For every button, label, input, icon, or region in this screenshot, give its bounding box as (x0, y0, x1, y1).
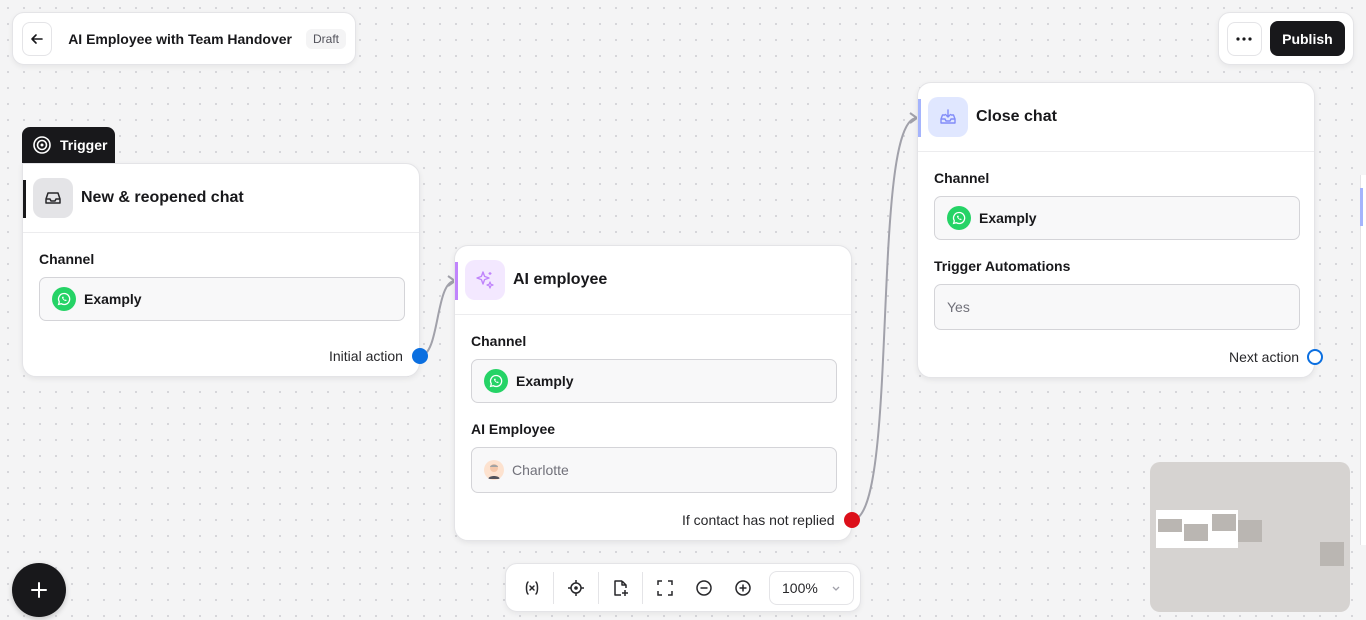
chevron-down-icon (832, 586, 840, 591)
close-chat-node[interactable]: Close chat Channel Examply Trigger Autom… (917, 82, 1315, 378)
canvas-toolbar: 100% (505, 563, 861, 612)
ai-employee-port-label: If contact has not replied (682, 512, 835, 528)
trigger-port-label: Initial action (329, 348, 403, 364)
avatar (484, 460, 504, 480)
connector-trigger-to-ai (419, 280, 456, 357)
zoom-out-button[interactable] (684, 570, 723, 606)
channel-field[interactable]: Examply (934, 196, 1300, 240)
node-title: New & reopened chat (81, 189, 244, 206)
fit-view-button[interactable] (645, 570, 684, 606)
workflow-title: AI Employee with Team Handover (68, 30, 292, 47)
minimap[interactable] (1150, 462, 1350, 612)
inbox-download-icon (928, 97, 968, 137)
back-button[interactable] (22, 21, 53, 56)
sparkles-icon (465, 260, 505, 300)
offscreen-node-edge (1360, 175, 1366, 545)
publish-button[interactable]: Publish (1269, 21, 1345, 56)
add-node-button[interactable] (12, 563, 66, 617)
trigger-output-port[interactable] (412, 348, 428, 364)
ai-employee-value: Charlotte (512, 462, 569, 478)
ai-employee-label: AI Employee (471, 421, 556, 437)
trigger-automations-value: Yes (947, 299, 970, 315)
channel-label: Channel (39, 251, 95, 267)
whatsapp-icon (947, 206, 971, 230)
plus-icon (31, 582, 47, 598)
trigger-tag: Trigger (22, 127, 115, 163)
locate-icon (568, 579, 584, 596)
arrow-left-icon (31, 33, 43, 44)
locate-button[interactable] (556, 570, 595, 606)
node-header: AI employee (455, 246, 851, 315)
channel-label: Channel (471, 333, 527, 349)
channel-value: Examply (516, 373, 574, 389)
target-icon (33, 136, 51, 154)
connector-ai-to-close (851, 117, 918, 521)
close-chat-output-port[interactable] (1307, 349, 1323, 365)
channel-field[interactable]: Examply (39, 277, 405, 321)
fit-view-icon (656, 579, 673, 596)
close-chat-port-label: Next action (1229, 349, 1300, 365)
zoom-out-icon (696, 579, 712, 596)
channel-field[interactable]: Examply (471, 359, 837, 403)
variables-icon (525, 580, 538, 595)
ai-employee-field[interactable]: Charlotte (471, 447, 837, 493)
trigger-node[interactable]: New & reopened chat Channel Examply (22, 163, 420, 377)
channel-label: Channel (934, 170, 990, 186)
channel-value: Examply (84, 291, 142, 307)
more-options-button[interactable] (1227, 21, 1262, 56)
node-header: New & reopened chat (23, 164, 419, 233)
offscreen-node-accent (1360, 188, 1363, 226)
zoom-in-button[interactable] (724, 570, 763, 606)
trigger-automations-label: Trigger Automations (934, 258, 1071, 274)
zoom-value: 100% (782, 579, 818, 596)
zoom-select[interactable]: 100% (769, 570, 855, 605)
node-title: Close chat (976, 108, 1057, 125)
variables-button[interactable] (512, 570, 551, 606)
more-horizontal-icon (1236, 36, 1252, 41)
zoom-in-icon (735, 579, 752, 596)
header-actions: Publish (1218, 12, 1354, 65)
node-header: Close chat (918, 83, 1314, 152)
trigger-automations-field[interactable]: Yes (934, 284, 1300, 330)
whatsapp-icon (484, 369, 508, 393)
add-note-icon (614, 579, 629, 596)
trigger-tag-label: Trigger (60, 137, 108, 153)
channel-value: Examply (979, 210, 1037, 226)
status-badge: Draft (305, 28, 346, 49)
add-note-button[interactable] (601, 570, 640, 606)
ai-employee-node[interactable]: AI employee Channel Examply AI Employee … (454, 245, 852, 541)
workflow-header: AI Employee with Team Handover Draft (12, 12, 356, 65)
whatsapp-icon (52, 287, 76, 311)
node-title: AI employee (513, 271, 608, 288)
ai-employee-output-port[interactable] (844, 512, 860, 528)
inbox-icon (33, 178, 73, 218)
